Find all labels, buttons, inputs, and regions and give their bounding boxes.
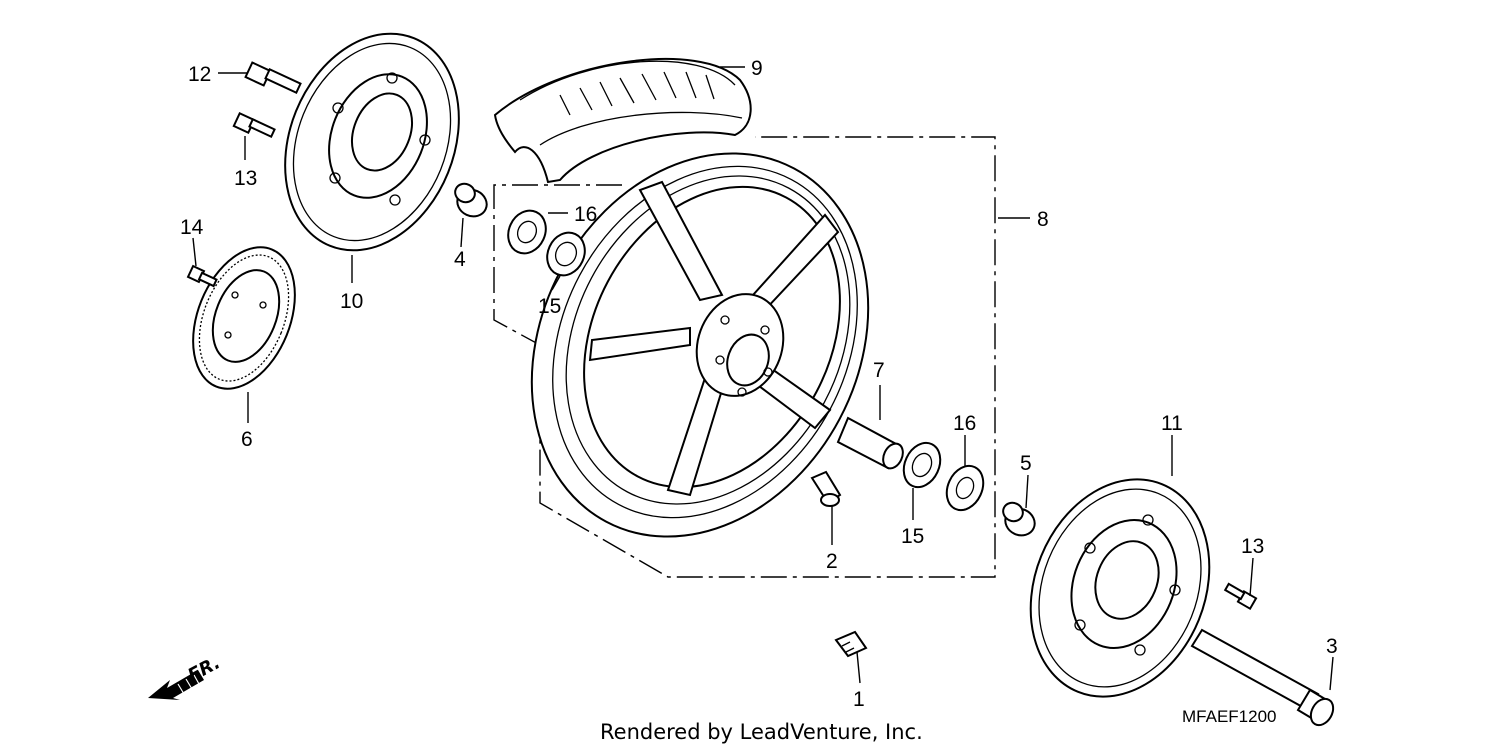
callout-7: 7	[873, 359, 885, 382]
part-valve-2[interactable]	[810, 470, 842, 507]
callout-11: 11	[1161, 412, 1183, 435]
diagram-code: MFAEF1200	[1182, 707, 1277, 726]
part-pulser-ring[interactable]	[174, 232, 315, 404]
callout-15-right: 15	[901, 525, 924, 548]
part-clip-1[interactable]	[834, 630, 868, 658]
callout-16-right: 16	[953, 412, 976, 435]
credit-text: Rendered by LeadVenture, Inc.	[600, 720, 923, 744]
part-bolt-12[interactable]	[244, 61, 302, 95]
part-brake-disc-right[interactable]	[999, 452, 1241, 723]
part-distance-collar-7[interactable]	[836, 416, 907, 472]
part-collar-5[interactable]	[1000, 500, 1039, 541]
callout-13-top: 13	[234, 167, 257, 190]
part-bolt-13-right[interactable]	[1223, 582, 1258, 611]
part-axle-3[interactable]	[1190, 628, 1338, 729]
front-direction-arrow-icon: FR.	[148, 652, 224, 700]
callout-5: 5	[1020, 452, 1032, 475]
callout-9: 9	[751, 57, 763, 80]
assembly-bracket	[493, 136, 996, 578]
callout-4: 4	[454, 248, 466, 271]
callout-6: 6	[241, 428, 253, 451]
leader-lines	[192, 66, 1334, 691]
part-bolt-13-top[interactable]	[232, 111, 276, 139]
part-brake-disc-left[interactable]	[254, 7, 490, 276]
callout-15-left: 15	[538, 295, 561, 318]
callout-1: 1	[853, 688, 865, 711]
part-seal-16-left[interactable]	[501, 204, 552, 259]
callout-16-left: 16	[574, 203, 597, 226]
part-bearing-15-right[interactable]	[897, 437, 947, 493]
callout-13-right: 13	[1241, 535, 1264, 558]
part-bolt-14[interactable]	[186, 264, 218, 288]
part-wheel[interactable]	[467, 94, 934, 596]
callout-12: 12	[188, 63, 211, 86]
part-tire[interactable]	[493, 57, 752, 184]
callout-2: 2	[826, 550, 838, 573]
part-bearing-15-left[interactable]	[540, 226, 591, 281]
callout-14: 14	[180, 216, 204, 239]
part-collar-4[interactable]	[452, 181, 491, 222]
callout-3: 3	[1326, 635, 1338, 658]
callout-10: 10	[340, 290, 363, 313]
part-seal-16-right[interactable]	[940, 460, 990, 516]
callout-8: 8	[1037, 208, 1049, 231]
